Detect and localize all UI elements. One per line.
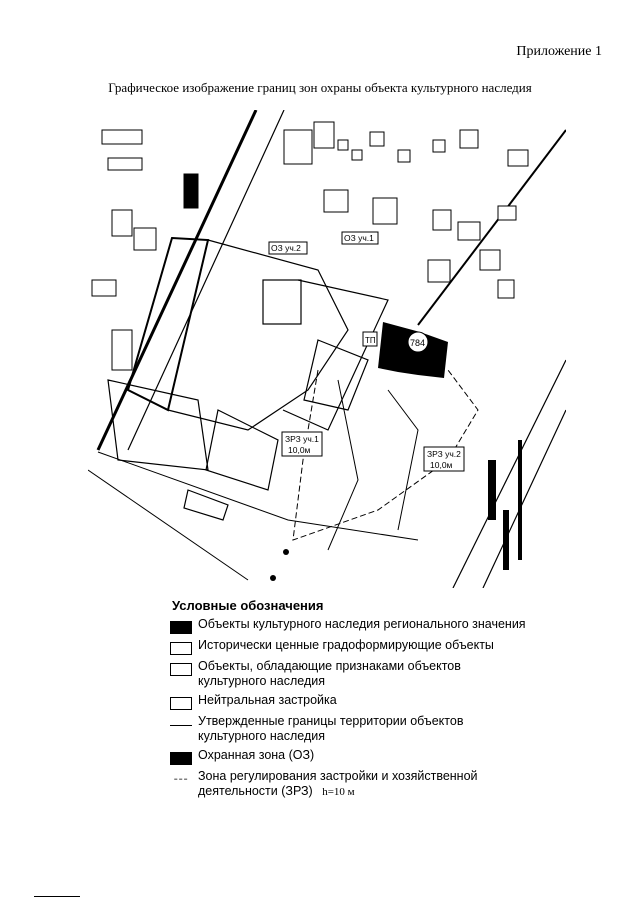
legend-item-heritage-regional: Объекты культурного наследия регионально… [170,617,530,634]
legend-label: Исторически ценные градоформирующие объе… [198,638,494,652]
legend-item-heritage-features: Объекты, обладающие признаками объектов … [170,659,530,689]
black-fill-swatch [170,621,192,634]
bold-box-swatch [170,697,192,710]
zrz1-box [281,431,323,457]
site-plan-map: 784 ТП ОЗ уч.2 ОЗ уч.1 ЗРЗ уч.1 10,0м ЗР… [88,110,566,588]
zrz2-height: 10,0м [430,460,453,470]
buildings-left [91,129,199,371]
legend-item-protection-zone: Охранная зона (ОЗ) [170,748,530,765]
object-number-marker [407,331,429,353]
zrz1-label: ЗРЗ уч.1 [285,434,319,444]
oz2-label: ОЗ уч.2 [271,243,301,253]
main-complex [107,236,389,521]
building-tag-box [362,331,378,347]
road-lines [88,110,566,588]
legend-label: Утвержденные границы территории объектов… [198,714,464,743]
legend-label: Охранная зона (ОЗ) [198,748,315,762]
oz1-label: ОЗ уч.1 [344,233,374,243]
zrz2-box [423,446,465,472]
dash-line-swatch [174,778,188,780]
oz1-box [341,231,379,245]
legend-label: Объекты, обладающие признаками объектов … [198,659,461,688]
legend-title: Условные обозначения [172,598,324,613]
legend-item-neutral: Нейтральная застройка [170,693,530,710]
legend-label: Нейтральная застройка [198,693,337,707]
oz2-box [268,241,308,255]
solid-line-swatch [170,718,192,726]
outline-box-swatch [170,663,192,676]
zone-boundaries [292,369,479,551]
building-tag: ТП [365,336,376,345]
buildings-top [283,121,529,299]
page-title: Графическое изображение границ зон охран… [108,80,532,95]
outline-box-swatch [170,642,192,655]
legend-item-historic-objects: Исторически ценные градоформирующие объе… [170,638,530,655]
black-fill-swatch [170,752,192,765]
legend: Условные обозначения Объекты культурного… [170,598,530,804]
legend-item-regulation-zone: Зона регулирования застройки и хозяйстве… [170,769,530,800]
legend-label: Объекты культурного наследия регионально… [198,617,526,631]
legend-item-boundaries: Утвержденные границы территории объектов… [170,714,530,744]
zrz2-label: ЗРЗ уч.2 [427,449,461,459]
legend-label: Зона регулирования застройки и хозяйстве… [198,769,530,800]
legend-label-text: Зона регулирования застройки и хозяйстве… [198,769,478,798]
object-number: 784 [410,338,425,348]
scan-artifacts [270,440,522,581]
height-note: h=10 м [322,786,355,798]
footer-rule [34,896,80,897]
zrz1-height: 10,0м [288,445,311,455]
appendix-label: Приложение 1 [516,44,602,59]
